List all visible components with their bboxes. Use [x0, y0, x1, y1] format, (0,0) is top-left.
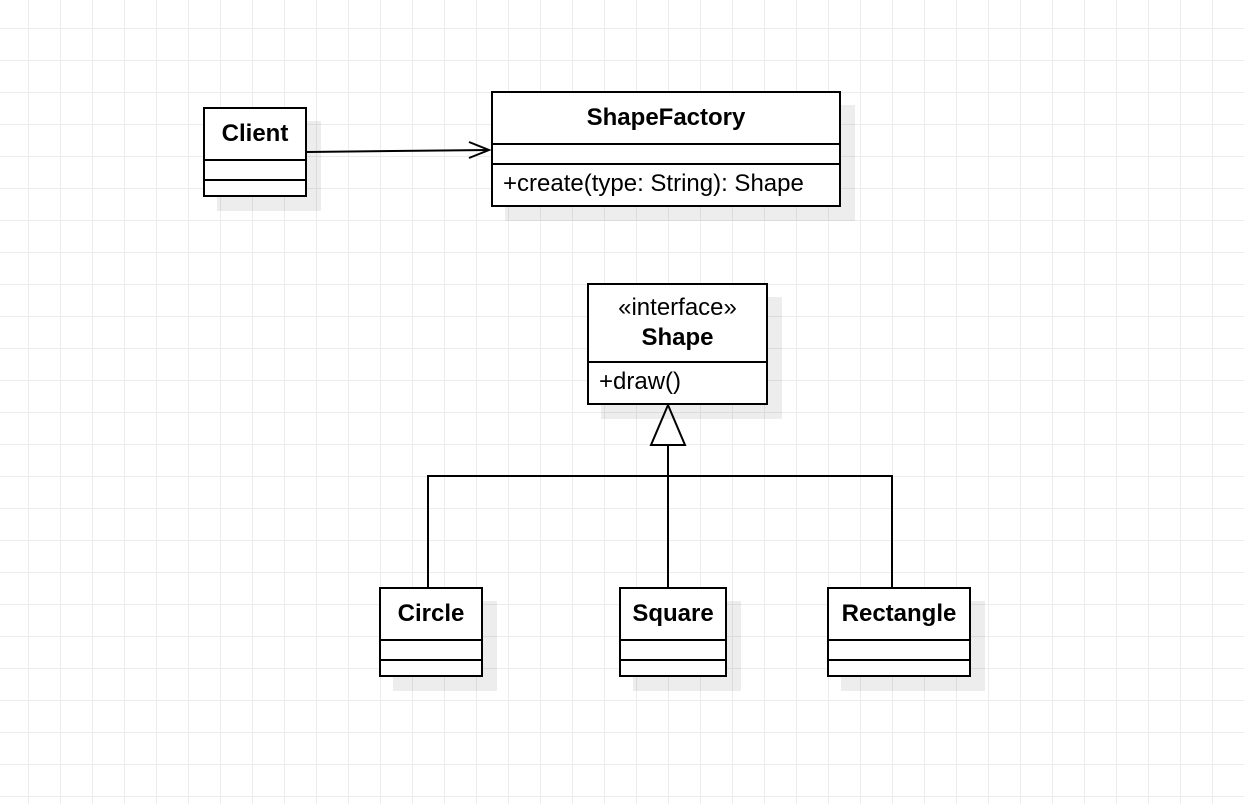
class-shape-factory-operations: +create(type: String): Shape	[493, 163, 839, 205]
class-square-name-compartment: Square	[621, 589, 725, 639]
class-circle-name-compartment: Circle	[381, 589, 481, 639]
interface-shape-operations: +draw()	[589, 361, 766, 403]
class-client-operations	[205, 179, 305, 195]
association-arrowhead	[468, 141, 492, 159]
class-shape-factory-name: ShapeFactory	[586, 104, 746, 131]
class-client-name-compartment: Client	[205, 109, 305, 159]
interface-shape-name: Shape	[641, 324, 714, 351]
class-client-name: Client	[221, 120, 289, 147]
class-rectangle-operations	[829, 659, 969, 675]
class-square[interactable]: Square	[619, 587, 727, 677]
association-line	[306, 149, 490, 153]
class-rectangle[interactable]: Rectangle	[827, 587, 971, 677]
class-square-operations	[621, 659, 725, 675]
class-square-name: Square	[632, 600, 714, 627]
interface-shape-name-compartment: «interface» Shape	[589, 285, 766, 361]
class-shape-factory-attributes	[493, 143, 839, 163]
class-circle-operations	[381, 659, 481, 675]
class-shape-factory[interactable]: ShapeFactory +create(type: String): Shap…	[491, 91, 841, 207]
realization-line-circle	[427, 475, 668, 588]
operation-draw: +draw()	[599, 368, 682, 395]
operation-create: +create(type: String): Shape	[503, 170, 804, 197]
interface-shape[interactable]: «interface» Shape +draw()	[587, 283, 768, 405]
class-circle-name: Circle	[397, 600, 465, 627]
class-square-attributes	[621, 639, 725, 659]
realization-line-rectangle	[668, 475, 893, 588]
realization-triangle-head	[649, 402, 687, 446]
class-rectangle-name-compartment: Rectangle	[829, 589, 969, 639]
interface-stereotype: «interface»	[618, 294, 737, 321]
class-circle-attributes	[381, 639, 481, 659]
class-client-attributes	[205, 159, 305, 179]
class-client[interactable]: Client	[203, 107, 307, 197]
class-shape-factory-name-compartment: ShapeFactory	[493, 93, 839, 143]
class-rectangle-name: Rectangle	[841, 600, 957, 627]
class-circle[interactable]: Circle	[379, 587, 483, 677]
class-rectangle-attributes	[829, 639, 969, 659]
